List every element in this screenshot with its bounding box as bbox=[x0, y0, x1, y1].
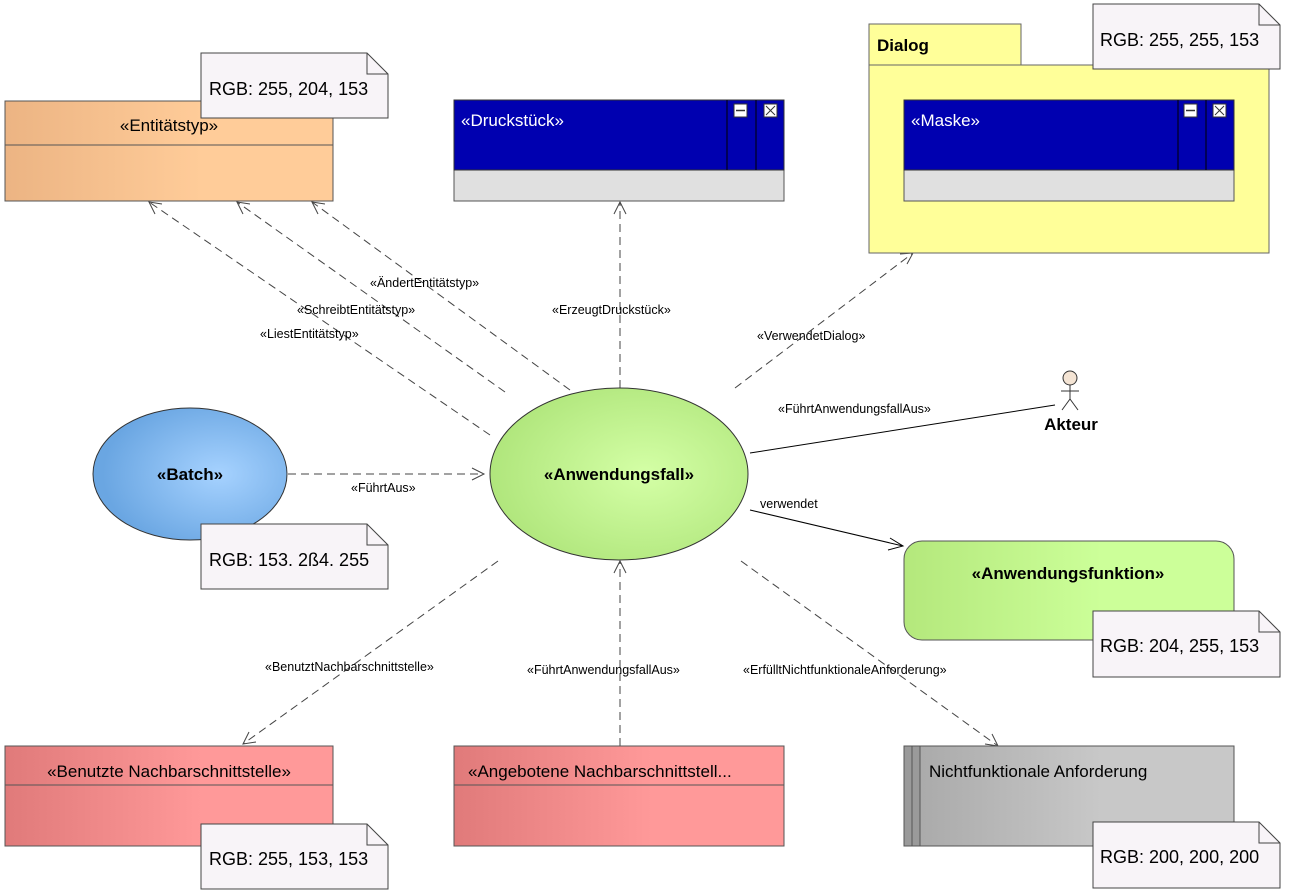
note-batch-text: RGB: 153. 2ß4. 255 bbox=[209, 550, 369, 570]
label-verwendet: verwendet bbox=[760, 497, 818, 511]
actor-icon bbox=[1061, 370, 1079, 411]
edge-aendert bbox=[311, 201, 571, 391]
dialog-title: Dialog bbox=[877, 36, 929, 55]
batch-title: «Batch» bbox=[157, 465, 223, 484]
minimize-icon[interactable] bbox=[1183, 103, 1198, 118]
arrowhead-erzeugt bbox=[613, 200, 627, 215]
entitaetstyp-title: «Entitätstyp» bbox=[120, 116, 218, 135]
maske-title: «Maske» bbox=[911, 111, 980, 130]
minimize-icon[interactable] bbox=[733, 103, 748, 118]
label-erzeugt: «ErzeugtDruckstück» bbox=[552, 303, 671, 317]
edge-erfuellt bbox=[740, 560, 999, 747]
druckstueck-title: «Druckstück» bbox=[461, 111, 564, 130]
node-akteur[interactable]: Akteur bbox=[1044, 370, 1098, 434]
arrowhead-liest bbox=[148, 201, 163, 215]
label-fuehrt-akteur: «FührtAnwendungsfallAus» bbox=[778, 402, 931, 416]
arrowhead-angeboten bbox=[613, 559, 627, 574]
arrowhead-fuehrtaus bbox=[471, 467, 486, 481]
node-batch[interactable]: «Batch» bbox=[92, 407, 288, 541]
note-entitaetstyp[interactable]: RGB: 255, 204, 153 bbox=[200, 52, 389, 119]
arrowhead-benutzt bbox=[242, 731, 257, 745]
close-icon[interactable] bbox=[763, 103, 778, 118]
label-fuehrt-angeboten: «FührtAnwendungsfallAus» bbox=[527, 663, 680, 677]
benutzte-title: «Benutzte Nachbarschnittstelle» bbox=[47, 762, 291, 781]
edge-verwendet bbox=[749, 509, 904, 547]
arrowhead-aendert bbox=[311, 201, 326, 215]
label-liest: «LiestEntitätstyp» bbox=[260, 327, 359, 341]
arrowhead-verwendet bbox=[887, 537, 905, 551]
note-entitaetstyp-text: RGB: 255, 204, 153 bbox=[209, 79, 368, 99]
label-schreibt: «SchreibtEntitätstyp» bbox=[297, 303, 415, 317]
note-benutzte[interactable]: RGB: 255, 153, 153 bbox=[200, 823, 389, 890]
node-maske[interactable]: «Maske» bbox=[903, 99, 1235, 202]
note-dialog[interactable]: RGB: 255, 255, 153 bbox=[1092, 3, 1281, 70]
node-druckstueck[interactable]: «Druckstück» bbox=[453, 99, 785, 202]
anwendungsfunktion-title: «Anwendungsfunktion» bbox=[972, 564, 1165, 583]
note-benutzte-text: RGB: 255, 153, 153 bbox=[209, 849, 368, 869]
note-dialog-text: RGB: 255, 255, 153 bbox=[1100, 30, 1259, 50]
edge-schreibt bbox=[236, 201, 506, 393]
label-benutzt: «BenutztNachbarschnittstelle» bbox=[265, 660, 434, 674]
arrowhead-schreibt bbox=[236, 201, 251, 215]
akteur-name: Akteur bbox=[1044, 415, 1098, 434]
edge-akteur bbox=[749, 404, 1056, 454]
note-nichtfunktional[interactable]: RGB: 200, 200, 200 bbox=[1092, 821, 1281, 889]
close-icon[interactable] bbox=[1212, 103, 1227, 118]
note-anwendungsfunktion-text: RGB: 204, 255, 153 bbox=[1100, 636, 1259, 656]
edge-liest bbox=[148, 201, 491, 436]
angebotene-title: «Angebotene Nachbarschnittstell... bbox=[468, 762, 732, 781]
node-anwendungsfall[interactable]: «Anwendungsfall» bbox=[489, 387, 749, 561]
node-angebotene-nachbarschnittstelle[interactable]: «Angebotene Nachbarschnittstell... bbox=[453, 745, 785, 847]
note-batch[interactable]: RGB: 153. 2ß4. 255 bbox=[200, 523, 389, 590]
nichtfunktional-title: Nichtfunktionale Anforderung bbox=[929, 762, 1147, 781]
label-fuehrtaus: «FührtAus» bbox=[351, 481, 416, 495]
anwendungsfall-title: «Anwendungsfall» bbox=[544, 465, 694, 484]
note-nichtfunktional-text: RGB: 200, 200, 200 bbox=[1100, 847, 1259, 867]
note-anwendungsfunktion[interactable]: RGB: 204, 255, 153 bbox=[1092, 610, 1281, 678]
edge-verwendet-dialog bbox=[734, 252, 914, 389]
edge-benutzt bbox=[242, 560, 499, 745]
label-erfuellt: «ErfülltNichtfunktionaleAnforderung» bbox=[743, 663, 947, 677]
label-verwendet-dialog: «VerwendetDialog» bbox=[757, 329, 865, 343]
label-aendert: «ÄndertEntitätstyp» bbox=[370, 276, 479, 290]
